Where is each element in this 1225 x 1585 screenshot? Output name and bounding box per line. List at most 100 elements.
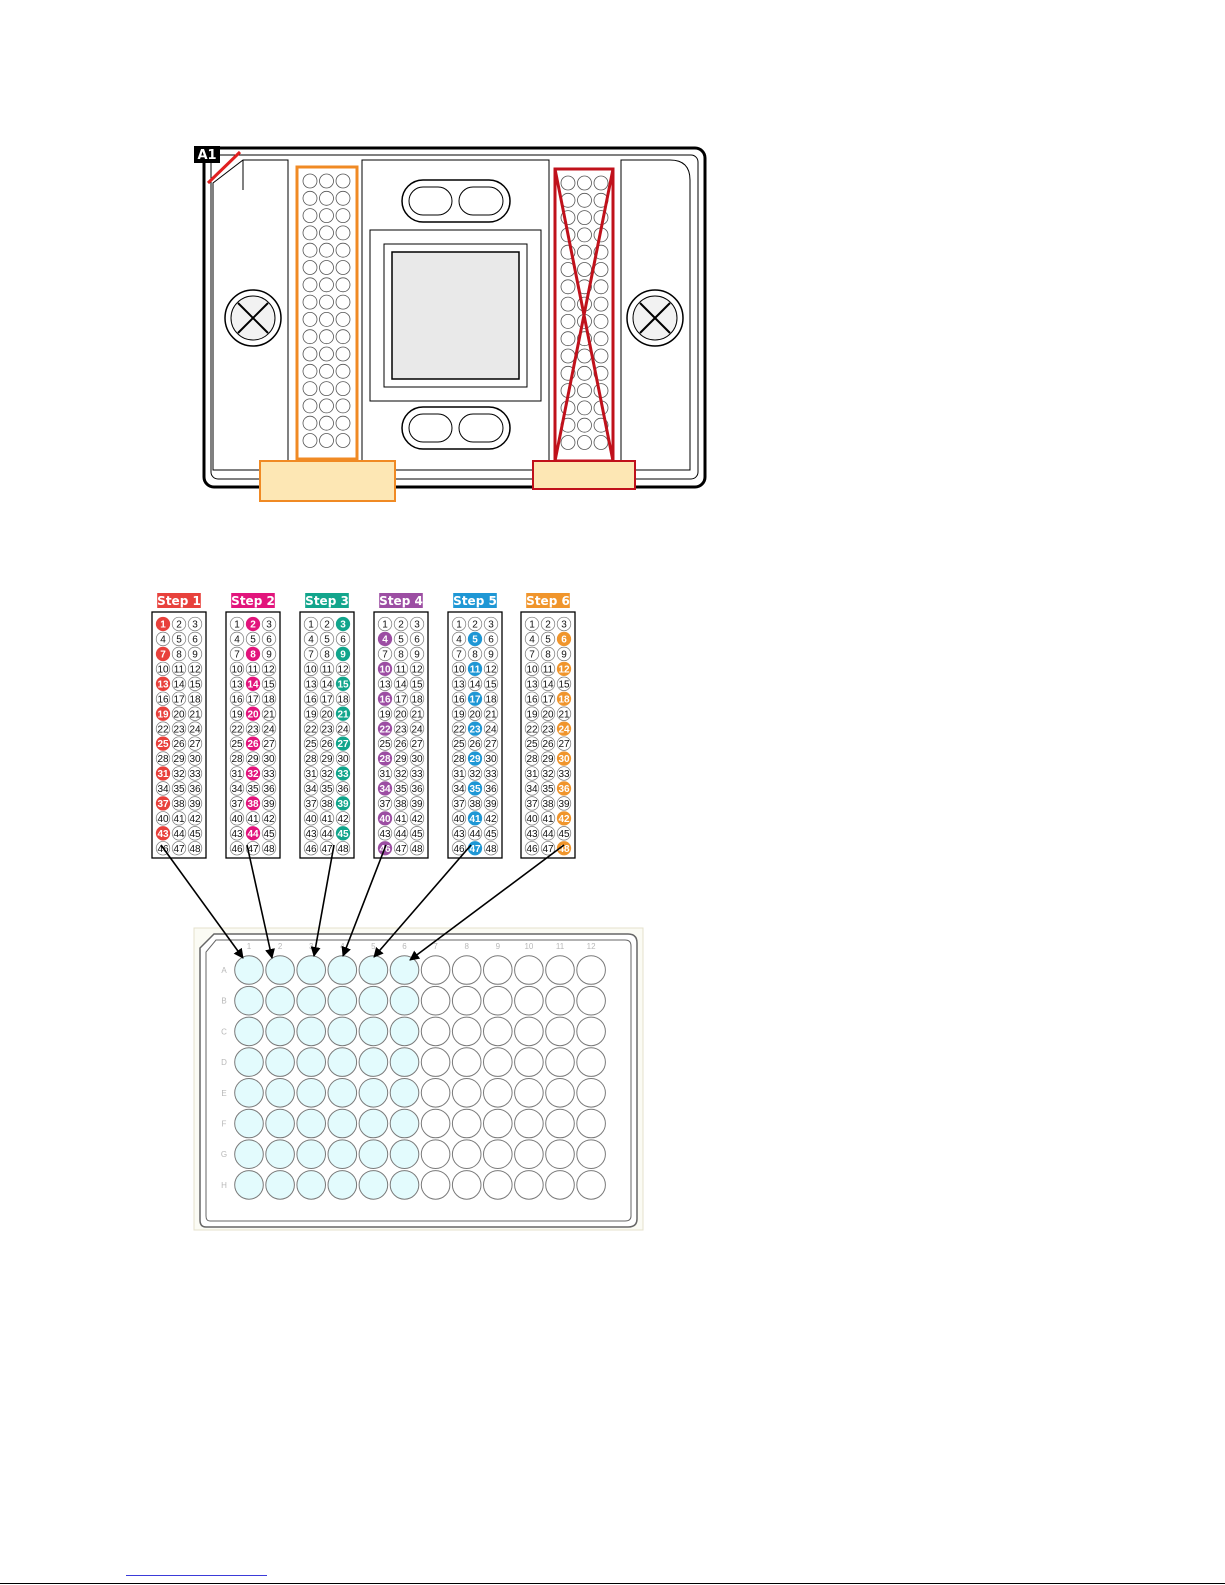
step-well-number: 17	[247, 694, 259, 705]
step-well-number: 39	[263, 799, 275, 810]
step-well	[540, 631, 556, 647]
step-well	[261, 826, 277, 841]
footer-link-underline[interactable]	[126, 1575, 267, 1576]
step-well-number: 23	[542, 724, 554, 735]
plate-well-G6	[389, 1139, 420, 1169]
step-well	[451, 841, 467, 856]
step-well	[409, 661, 425, 676]
plate-inner-frame	[205, 939, 632, 1222]
step-well-number: 34	[453, 784, 465, 795]
plate-well-C11	[545, 1016, 575, 1047]
plate-well-E10	[514, 1078, 544, 1108]
step-well	[483, 766, 499, 781]
plate-well-H7	[420, 1170, 451, 1200]
plate-well-B4	[327, 985, 358, 1016]
step-well	[171, 751, 187, 766]
plate-well-H5	[358, 1170, 389, 1200]
step-well	[303, 841, 319, 856]
step-well-number: 11	[470, 664, 481, 675]
plate-well-A12	[576, 955, 606, 985]
strip-well	[560, 313, 576, 329]
step-well	[303, 721, 319, 736]
step-well	[303, 691, 319, 706]
step-well-number: 39	[189, 799, 201, 810]
step-well-number: 7	[456, 650, 462, 661]
plate-column-label: 7	[433, 942, 438, 951]
step-well-number: 17	[469, 694, 481, 705]
step-well	[229, 811, 245, 826]
step-well	[393, 766, 409, 781]
step-well	[335, 661, 351, 676]
step-well-number: 6	[561, 635, 567, 646]
step-well	[245, 736, 261, 751]
plate-well-A7	[420, 955, 451, 985]
step-well	[524, 781, 540, 796]
step-well	[556, 736, 572, 751]
step-well	[155, 721, 171, 736]
step-well	[483, 676, 499, 691]
plate-well-A8	[451, 955, 482, 985]
plate-well-F11	[545, 1108, 575, 1139]
step-well	[451, 661, 467, 676]
strip-well	[319, 242, 334, 258]
strip-well	[302, 311, 318, 327]
plate-row-label: C	[221, 1027, 227, 1036]
step-well-number: 47	[247, 844, 259, 855]
step-well	[335, 811, 351, 826]
step-well	[319, 691, 335, 706]
step-well	[261, 661, 277, 676]
plate-well-B2	[265, 985, 295, 1016]
step-well-number: 43	[231, 829, 243, 840]
step-well-number: 47	[469, 844, 481, 855]
step-label: Step 4	[379, 594, 423, 608]
step-well-number: 27	[263, 739, 275, 750]
step-well	[261, 676, 277, 691]
step-well-number: 46	[453, 844, 465, 855]
step-well-number: 7	[234, 650, 240, 661]
step-well	[319, 736, 335, 751]
step-well	[393, 721, 409, 736]
left-well-strip	[302, 173, 351, 448]
step-well-number: 22	[231, 724, 243, 735]
step-well-number: 35	[469, 784, 481, 795]
step-well-number: 13	[231, 679, 243, 690]
step-well	[261, 706, 277, 721]
step-well	[171, 706, 187, 721]
step-well	[377, 661, 393, 676]
step-well	[377, 676, 393, 691]
step-well-number: 37	[526, 799, 538, 810]
step-well-number: 48	[411, 844, 423, 855]
step-well	[377, 721, 393, 736]
step-well-number: 23	[247, 724, 259, 735]
step-well-number: 22	[305, 724, 317, 735]
plate-column-label: 12	[587, 942, 596, 951]
step-well	[335, 736, 351, 751]
step-well	[556, 766, 572, 781]
step-well	[409, 721, 425, 736]
step-well-number: 13	[526, 679, 538, 690]
strip-well	[302, 242, 318, 258]
step-well	[245, 811, 261, 826]
step-well	[335, 691, 351, 706]
step-well	[187, 721, 203, 736]
step-well-number: 16	[453, 694, 465, 705]
step-well-number: 43	[305, 829, 317, 840]
step-well	[393, 826, 409, 841]
step-well-number: 21	[263, 709, 275, 720]
step-well-number: 13	[157, 679, 169, 690]
step-well	[303, 646, 319, 662]
step-well-number: 34	[526, 784, 538, 795]
step-well	[155, 691, 171, 706]
strip-well	[319, 294, 334, 310]
step-well-number: 29	[542, 754, 554, 765]
step-well-number: 1	[160, 620, 166, 631]
step-well	[556, 706, 572, 721]
step-well-number: 31	[157, 769, 169, 780]
step-well-number: 32	[542, 769, 554, 780]
step-well-number: 43	[526, 829, 538, 840]
step-well-number: 4	[308, 635, 314, 646]
step-well	[483, 826, 499, 841]
step-well	[409, 796, 425, 811]
step-well-number: 45	[411, 829, 423, 840]
